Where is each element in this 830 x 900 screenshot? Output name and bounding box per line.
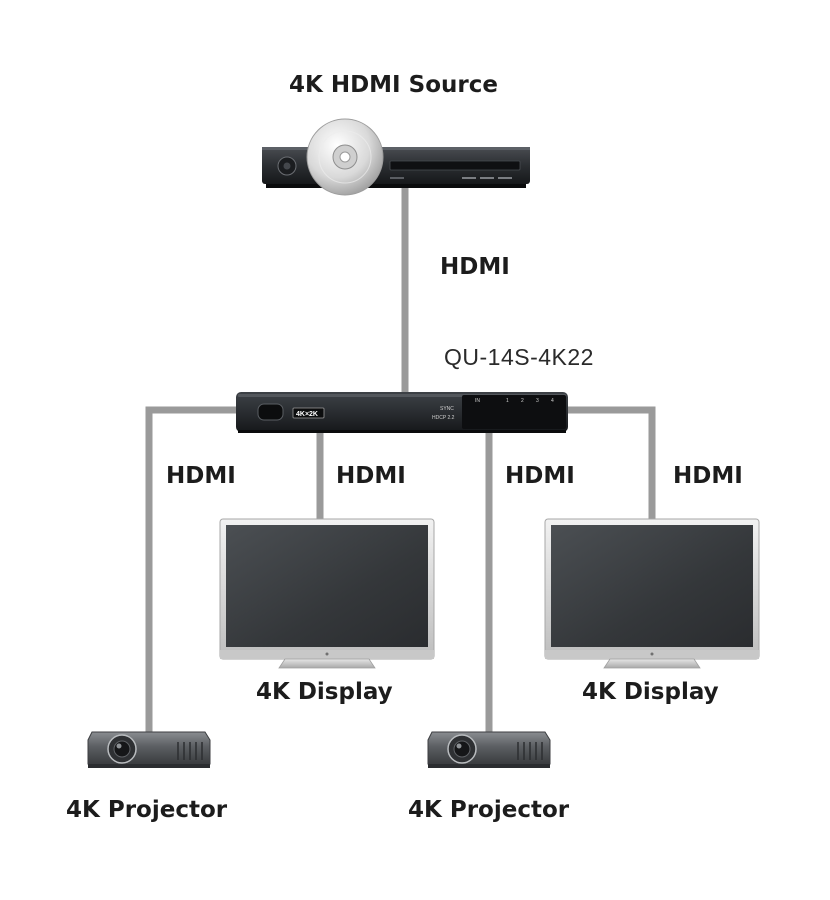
splitter-port-4: 4 bbox=[551, 398, 554, 404]
splitter-port-1: 1 bbox=[506, 398, 509, 404]
display-left-label: 4K Display bbox=[256, 679, 393, 705]
cable-out1-projector-left bbox=[145, 406, 236, 733]
output-4-label: HDMI bbox=[673, 463, 743, 489]
splitter-port-2: 2 bbox=[521, 398, 524, 404]
splitter-power-button-icon bbox=[257, 403, 284, 421]
output-3-label: HDMI bbox=[505, 463, 575, 489]
projector-right-lens-icon bbox=[447, 734, 477, 764]
cable-out4-display-right bbox=[566, 406, 656, 522]
splitter-sync-label: SYNC bbox=[440, 406, 454, 412]
splitter-4k-logo: 4K×2K bbox=[292, 407, 325, 419]
display-left bbox=[219, 518, 435, 669]
cables bbox=[145, 185, 656, 733]
splitter-port-3: 3 bbox=[536, 398, 539, 404]
projector-right bbox=[427, 731, 551, 768]
display-right-label: 4K Display bbox=[582, 679, 719, 705]
projector-right-label: 4K Projector bbox=[408, 797, 570, 823]
splitter-model-label: QU-14S-4K22 bbox=[444, 344, 594, 370]
output-1-label: HDMI bbox=[166, 463, 236, 489]
disc-icon bbox=[306, 118, 384, 196]
projector-left-label: 4K Projector bbox=[66, 797, 228, 823]
splitter-hdcp-label: HDCP 2.2 bbox=[432, 415, 455, 421]
output-2-label: HDMI bbox=[336, 463, 406, 489]
source-label: 4K HDMI Source bbox=[289, 72, 498, 98]
projector-left-lens-icon bbox=[107, 734, 137, 764]
source-player bbox=[262, 118, 530, 196]
splitter-logo-text: 4K×2K bbox=[296, 411, 318, 418]
splitter-device: 4K×2K SYNC HDCP 2.2 IN 1 2 3 4 bbox=[236, 392, 568, 433]
display-right bbox=[544, 518, 760, 669]
source-link-label: HDMI bbox=[440, 254, 510, 280]
projector-left bbox=[87, 731, 211, 768]
splitter-in-label: IN bbox=[475, 398, 480, 404]
source-control-pad-icon bbox=[277, 156, 297, 176]
